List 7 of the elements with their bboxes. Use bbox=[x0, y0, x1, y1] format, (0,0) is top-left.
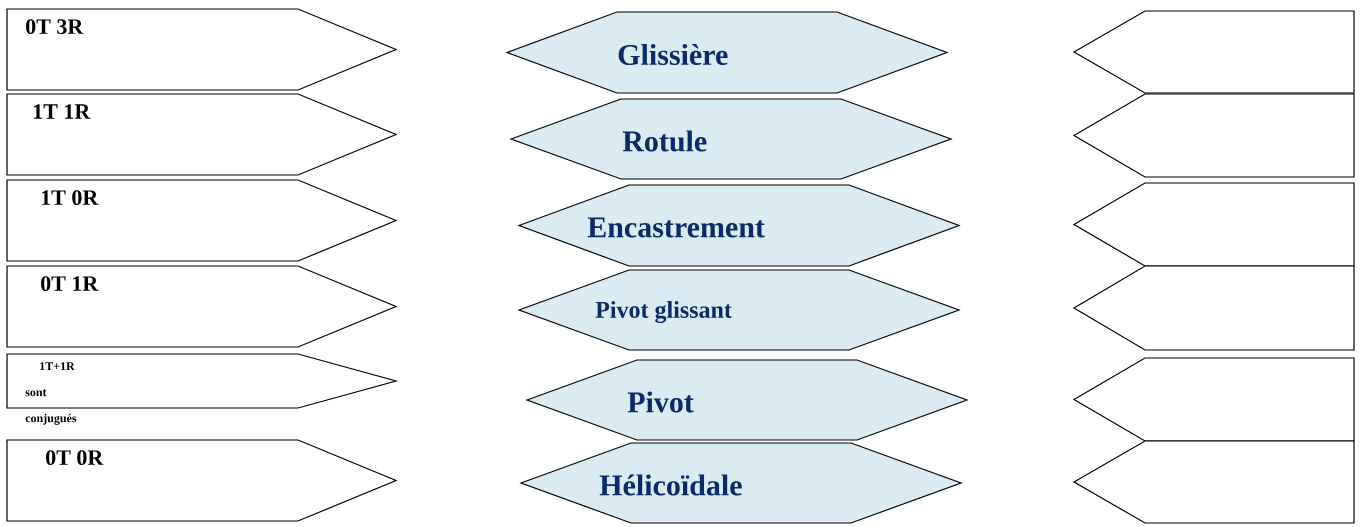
arrow-box: 0T 1R bbox=[6, 265, 398, 348]
node-label: conjugués bbox=[25, 413, 77, 425]
arrow-box: 0T 0R bbox=[6, 439, 398, 522]
arrow-box: 0T 3R bbox=[6, 8, 398, 91]
arrow-box: 1T 0R bbox=[6, 179, 398, 262]
arrow-box: 1T+1R sont conjugués bbox=[6, 353, 399, 425]
arrow-box: 1T 1R bbox=[6, 93, 398, 176]
